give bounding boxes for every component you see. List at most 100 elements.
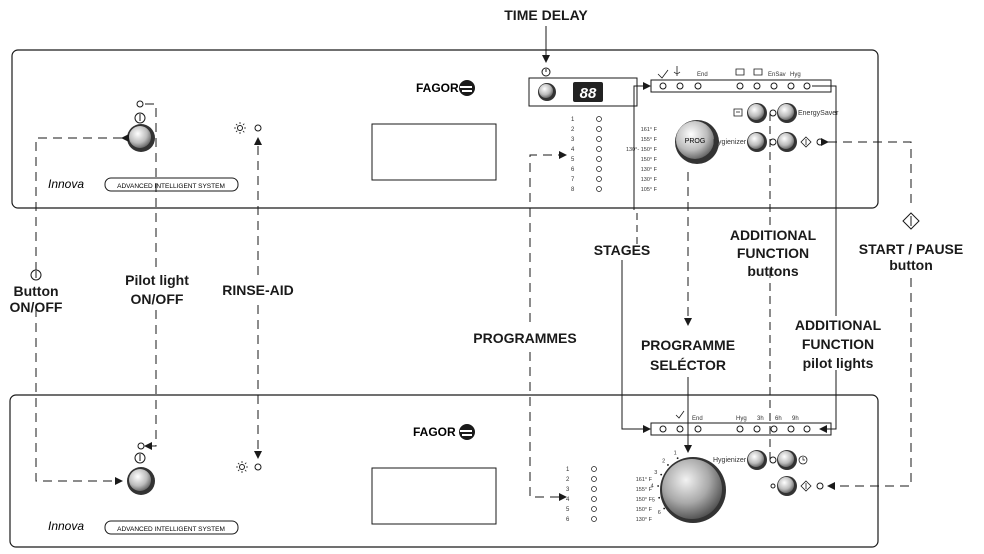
bottom-programme-number: 4 — [566, 497, 570, 503]
programme-icon — [591, 486, 597, 492]
dial-number: 4 — [651, 484, 654, 490]
programme-icon — [591, 466, 597, 472]
programme-selector-dial[interactable] — [660, 457, 726, 523]
stage-pilot-light — [694, 82, 702, 90]
stage-pilot-light — [803, 425, 811, 433]
programme-icon — [596, 116, 602, 122]
dishes-icon — [675, 410, 685, 419]
dial-number: 1 — [674, 451, 677, 457]
programme-icon — [591, 496, 597, 502]
power-icon — [134, 452, 146, 464]
power-pilot-light — [136, 100, 144, 108]
start-pause-icon — [770, 480, 812, 492]
dial-number: 5 — [652, 497, 655, 503]
bottom-programme-temp: 161° F — [636, 477, 653, 483]
stage-pilot-light — [753, 425, 761, 433]
programme-icon — [596, 156, 602, 162]
stage-pilot-light — [659, 425, 667, 433]
top-programme-number: 1 — [571, 117, 575, 123]
svg-text:3h: 3h — [757, 416, 764, 422]
stage-pilot-light — [676, 82, 684, 90]
callout-labels: TIME DELAY Button ON/OFF Pilot light ON/… — [10, 7, 964, 373]
programme-icon — [596, 176, 602, 182]
fagor-mark-icon — [459, 424, 475, 440]
label-pilot-lights: pilot lights — [803, 355, 874, 371]
svg-text:Hyg: Hyg — [790, 72, 801, 78]
top-programme-number: 7 — [571, 177, 575, 183]
stage-pilot-light — [787, 82, 795, 90]
stage-pilot-light — [676, 425, 684, 433]
power-icon — [134, 112, 146, 124]
label-start-pause: START / PAUSE — [859, 241, 964, 257]
bottom-programme-number: 3 — [566, 487, 570, 493]
svg-text:End: End — [692, 416, 703, 422]
bottom-programme-number: 2 — [566, 477, 570, 483]
svg-text:Innova: Innova — [48, 519, 84, 533]
stage-pilot-light — [736, 425, 744, 433]
label-pilot-light: Pilot light — [125, 272, 189, 288]
svg-text:EnergySaver: EnergySaver — [798, 110, 839, 117]
programme-icon — [596, 126, 602, 132]
label-function-2: FUNCTION — [802, 336, 874, 352]
rinse-aid-light-bottom — [254, 463, 262, 471]
rinse-aid-icon — [236, 461, 248, 473]
stage-pilot-light — [787, 425, 795, 433]
bottom-programme-temp: 150° F — [636, 497, 653, 503]
callout-lines — [35, 26, 912, 501]
label-programme: PROGRAMME — [641, 337, 735, 353]
dial-number: 6 — [658, 510, 661, 516]
label-additional-2: ADDITIONAL — [795, 317, 882, 333]
programme-icon — [596, 146, 602, 152]
label-button: Button — [13, 283, 58, 299]
power-pilot-light-bottom — [137, 442, 145, 450]
time-delay-display — [573, 82, 603, 102]
stage-pilot-light — [659, 82, 667, 90]
bottom-panel: Innova ADVANCED INTELLIGENT SYSTEM FAGOR… — [9, 394, 879, 548]
model-logo: Innova — [48, 177, 84, 191]
svg-text:Hyg: Hyg — [736, 416, 747, 422]
svg-text:9h: 9h — [792, 416, 799, 422]
svg-text:FAGOR: FAGOR — [413, 425, 456, 439]
programme-icon — [596, 186, 602, 192]
label-pilot-on-off: ON/OFF — [131, 291, 184, 307]
label-start-button: button — [889, 257, 933, 273]
programme-icon — [591, 506, 597, 512]
fagor-mark-icon — [459, 80, 475, 96]
system-label: ADVANCED INTELLIGENT SYSTEM — [117, 183, 225, 190]
label-stages: STAGES — [594, 242, 651, 258]
svg-text:6h: 6h — [775, 416, 782, 422]
bottom-programme-number: 1 — [566, 467, 570, 473]
top-programme-number: 4 — [571, 147, 575, 153]
programme-icon — [596, 166, 602, 172]
top-programme-temp: 150° F — [641, 157, 658, 163]
dial-number: 2 — [662, 459, 665, 465]
stage-pilot-light — [694, 425, 702, 433]
bottom-programme-number: 6 — [566, 517, 570, 523]
programme-display-window — [371, 123, 497, 181]
svg-text:Hygienizer: Hygienizer — [713, 139, 747, 146]
stage-pilot-light — [770, 425, 778, 433]
brand-logo: FAGOR — [416, 81, 459, 95]
bottom-programme-temp: 155° F — [636, 487, 653, 493]
stage-pilot-light — [753, 82, 761, 90]
top-programme-temp: 161° F — [641, 127, 658, 133]
label-rinse-aid: RINSE-AID — [222, 282, 294, 298]
programme-display-window-bottom — [371, 467, 497, 525]
top-programme-temp: 105° F — [641, 187, 658, 193]
programme-icon — [591, 516, 597, 522]
top-programme-temp: 130° F — [641, 167, 658, 173]
stage-pilot-light — [803, 82, 811, 90]
stage-pilot-light — [736, 82, 744, 90]
label-buttons: buttons — [747, 263, 799, 279]
stage-pilot-light — [770, 82, 778, 90]
top-programme-temp: 130° F — [641, 177, 658, 183]
top-panel: Innova ADVANCED INTELLIGENT SYSTEM FAGOR… — [11, 49, 879, 209]
top-programme-number: 2 — [571, 127, 575, 133]
svg-text:ADVANCED INTELLIGENT SYSTEM: ADVANCED INTELLIGENT SYSTEM — [117, 526, 225, 533]
top-programme-number: 6 — [571, 167, 575, 173]
top-programme-number: 5 — [571, 157, 575, 163]
label-function-1: FUNCTION — [737, 245, 809, 261]
time-delay-icon — [541, 67, 551, 77]
